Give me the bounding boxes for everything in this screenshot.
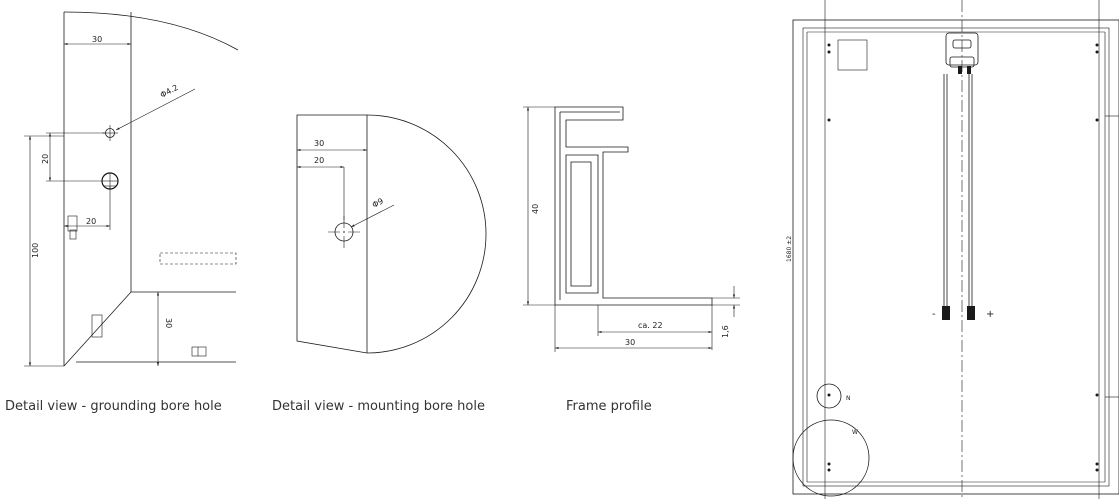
junction-box	[945, 32, 979, 74]
dim-mounting-30: 30	[314, 139, 324, 148]
dim-grounding-20v: 20	[41, 154, 50, 164]
grounding-detail: 30 Φ4.2 20 20 100 30 Detail view - groun…	[5, 11, 239, 414]
dim-frame-30: 30	[625, 338, 635, 347]
mounting-detail: 30 20 Φ9 Detail view - mounting bore hol…	[272, 114, 487, 414]
caption-frame: Frame profile	[566, 399, 652, 414]
plus-label: +	[986, 309, 994, 320]
dim-frame-thickness: 1,6	[721, 325, 730, 338]
dim-frame-flange: ca. 22	[638, 321, 663, 330]
caption-mounting: Detail view - mounting bore hole	[272, 399, 485, 414]
panel-height-dim: 1680 ±2	[786, 236, 793, 262]
detail-w-label: W	[852, 429, 858, 436]
dim-grounding-20h: 20	[86, 217, 96, 226]
dim-frame-40: 40	[531, 204, 540, 214]
dim-mounting-hole: Φ9	[371, 196, 385, 209]
caption-grounding: Detail view - grounding bore hole	[5, 399, 222, 414]
dim-grounding-30: 30	[92, 35, 102, 44]
detail-n-label: N	[846, 395, 851, 402]
panel-back-view: - + 1680 ±2 N W	[786, 0, 1119, 499]
frame-profile: 40 ca. 22 1,6 30 Frame profile	[523, 106, 740, 414]
dim-grounding-100: 100	[31, 243, 40, 258]
dim-grounding-corner: 30	[164, 318, 173, 328]
minus-label: -	[932, 309, 936, 320]
dim-mounting-20: 20	[314, 156, 324, 165]
dim-grounding-hole: Φ4.2	[159, 83, 180, 100]
